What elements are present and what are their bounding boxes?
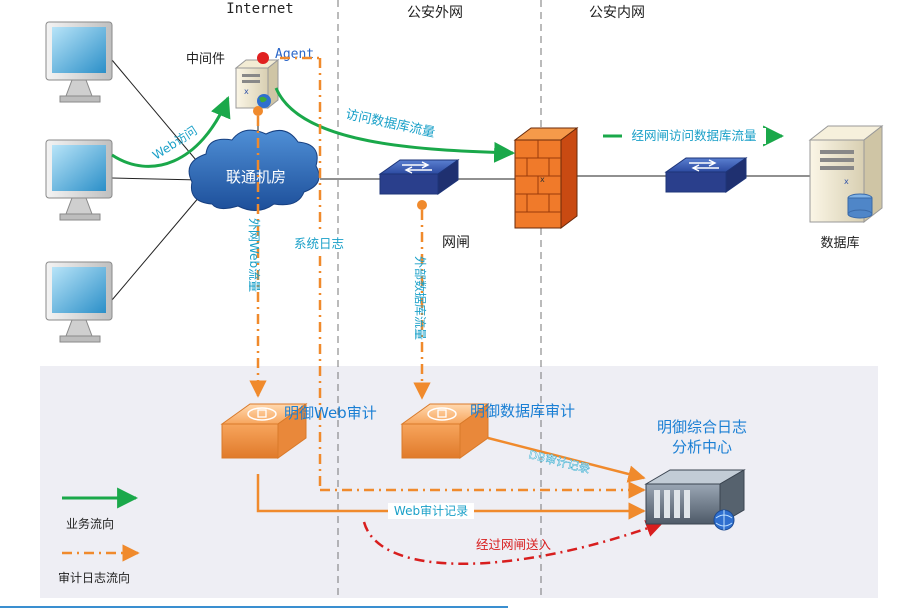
- zone-label-police-internal: 公安内网: [589, 5, 645, 21]
- system-log-label-bg: [290, 234, 352, 252]
- external-db-traffic-label: 外部数据库流量: [413, 256, 428, 340]
- zone-label-police-external: 公安外网: [407, 5, 463, 21]
- agent-label: Agent: [275, 47, 314, 62]
- network-links: [111, 59, 810, 301]
- internal-switch-icon: [664, 157, 748, 193]
- unicom-room-label: 联通机房: [226, 168, 286, 186]
- web-audit-label: 明御Web审计: [284, 404, 377, 422]
- zone-label-internet: Internet: [226, 1, 293, 17]
- log-center-label-line2: 分析中心: [672, 438, 732, 456]
- web-access-arrow: [111, 96, 231, 168]
- via-gatekeeper-label: 经过网闸送入: [476, 537, 552, 552]
- db-audit-label: 明御数据库审计: [470, 402, 575, 420]
- svg-text:x: x: [844, 177, 849, 186]
- client-monitor-icon: [45, 139, 113, 221]
- gatekeeper-label: 网闸: [442, 235, 470, 251]
- web-audit-appliance-icon: [220, 403, 308, 459]
- unicom-room-cloud-icon: [188, 129, 320, 211]
- client-monitor-icon: [45, 261, 113, 343]
- db-access-traffic-label: 访问数据库流量: [344, 106, 436, 141]
- client-monitor-icon: [45, 21, 113, 103]
- database-label: 数据库: [820, 235, 859, 251]
- globe-icon: [257, 94, 271, 108]
- svg-text:x: x: [244, 87, 249, 96]
- gatekeeper-tap-icon: [417, 200, 427, 210]
- via-gatekeeper-arrow: [362, 520, 664, 565]
- external-web-traffic-label: 外网Web流量: [247, 218, 261, 292]
- web-audit-record-arrow: [256, 474, 646, 520]
- system-log-label: 系统日志: [294, 236, 344, 251]
- web-audit-record-label-bg: [388, 503, 474, 519]
- web-access-label: Web访问: [150, 123, 200, 162]
- legend-business-flow-label: 业务流向: [66, 516, 114, 531]
- middleware-server-icon: x: [234, 58, 280, 110]
- middleware-tap-icon: [253, 106, 263, 116]
- gatekeeper-db-traffic-label-bg: [622, 128, 766, 144]
- web-audit-record-label: Web审计记录: [394, 503, 468, 518]
- external-switch-icon: [378, 159, 460, 195]
- firewall-icon: x: [513, 127, 579, 229]
- gatekeeper-db-traffic-label: 经网闸访问数据库流量: [631, 128, 756, 143]
- database-server-icon: x: [808, 124, 884, 224]
- db-access-traffic-arrow: [274, 87, 516, 163]
- svg-text:x: x: [540, 175, 545, 184]
- db-audit-record-arrow: [487, 436, 646, 483]
- agent-red-dot-icon: [257, 52, 269, 64]
- middleware-label: 中间件: [186, 52, 225, 67]
- db-audit-appliance-icon: [400, 403, 490, 459]
- log-center-server-icon: [644, 469, 746, 531]
- log-center-label-line1: 明御综合日志: [657, 418, 747, 436]
- legend-audit-log-flow-label: 审计日志流向: [58, 570, 130, 585]
